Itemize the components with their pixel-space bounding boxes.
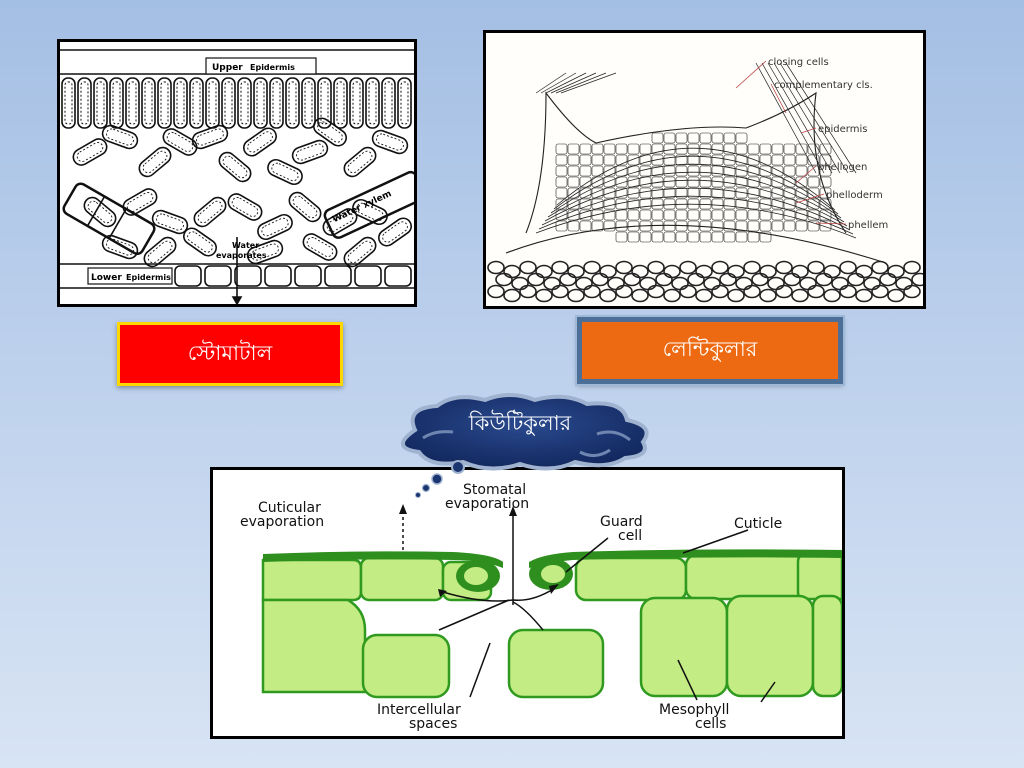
cuticle-diagram-labels: Cuticular evaporation Stomatal evaporati… [240, 482, 782, 732]
mesophyll-cells [261, 594, 842, 699]
arrow-heads [399, 504, 559, 597]
label-stomatal-2: evaporation [445, 496, 529, 512]
stomatal-label-text: স্টোমাটাল [187, 340, 273, 365]
lower-label: Lower [91, 273, 122, 283]
label-complementary-cells: complementary cls. [774, 80, 873, 91]
label-cuticle: Cuticle [734, 516, 782, 532]
lenticel-diagram-svg: closing cells complementary cls. epiderm… [486, 33, 923, 306]
label-mesophyll-1: Mesophyll [659, 702, 729, 718]
label-mesophyll-2: cells [695, 716, 726, 732]
lenticel-diagram: closing cells complementary cls. epiderm… [483, 30, 926, 309]
upper-epidermis-label: Upper Epidermis [205, 57, 317, 75]
lower-epidermis-label: Lower Epidermis [87, 267, 173, 285]
cuticular-label: কিউটিকুলার [375, 404, 665, 444]
cuticular-thought-cloud [401, 393, 649, 474]
label-guard-1: Guard [600, 514, 643, 530]
upper-label: Upper [212, 63, 243, 73]
label-stomatal-1: Stomatal [463, 482, 526, 498]
label-phellogen: phellogen [818, 162, 867, 173]
label-closing-cells: closing cells [768, 57, 829, 68]
thought-bubble-dots [415, 473, 443, 498]
stomatal-label-box: স্টোমাটাল [117, 322, 343, 386]
lenticular-label-box: লেন্টিকুলার [577, 317, 843, 384]
lower-epidermis-text: Epidermis [126, 273, 171, 282]
guard-cells [456, 558, 573, 592]
label-cuticular-2: evaporation [240, 514, 324, 530]
label-intercellular-2: spaces [409, 716, 457, 732]
cuticle-diagram-svg: Cuticular evaporation Stomatal evaporati… [213, 470, 842, 736]
label-phellem: phellem [848, 220, 888, 231]
label-intercellular-1: Intercellular [377, 702, 461, 718]
label-guard-2: cell [618, 528, 642, 544]
label-epidermis: epidermis [818, 124, 867, 135]
stomatal-leaf-diagram: Upper Epidermis Lower Epidermis Water ev… [57, 39, 417, 307]
evaporates-label: evaporates [216, 251, 267, 260]
water-label: Water [232, 241, 259, 250]
upper-epidermis-text: Epidermis [250, 63, 295, 72]
cuticular-label-text: কিউটিকুলার [468, 410, 572, 435]
cuticle-layer [263, 549, 842, 568]
label-phelloderm: phelloderm [826, 190, 883, 201]
lenticular-label-text: লেন্টিকুলার [662, 337, 758, 361]
cuticle-evaporation-diagram: Cuticular evaporation Stomatal evaporati… [210, 467, 845, 739]
evaporation-arrows [402, 510, 776, 703]
stomatal-diagram-svg: Upper Epidermis Lower Epidermis Water ev… [60, 42, 414, 304]
label-cuticular-1: Cuticular [258, 500, 321, 516]
